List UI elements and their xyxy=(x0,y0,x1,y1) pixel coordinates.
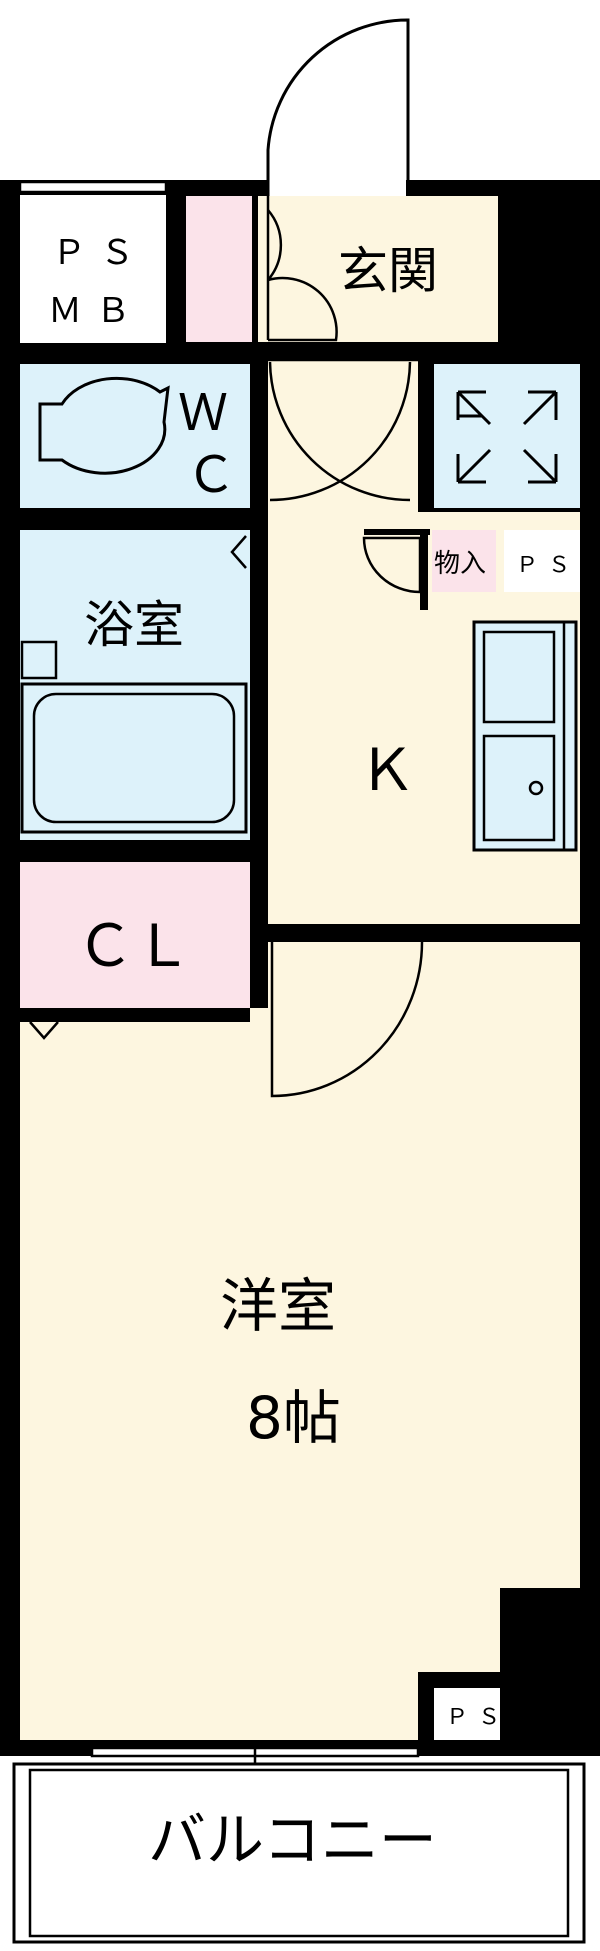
bathtub-inner xyxy=(32,692,236,824)
bath-door-mark xyxy=(230,535,247,569)
closet-label-c: ＣＬ xyxy=(76,912,192,980)
entrance-door-arc xyxy=(266,18,410,180)
wc-room xyxy=(20,364,250,508)
kitchen-sink xyxy=(482,734,556,842)
kitchen-upper xyxy=(418,592,580,614)
bath-label: 浴室 xyxy=(84,596,184,654)
entrance-inner-door xyxy=(267,209,338,342)
room-door-arc xyxy=(270,941,424,1098)
balcony-inner-rail xyxy=(28,1768,570,1938)
kitchen-label: Ｋ xyxy=(358,736,416,804)
laundry-marks xyxy=(456,390,558,484)
wc-label-c: Ｃ xyxy=(186,446,236,504)
ps-room-label: ＰＳ xyxy=(446,1705,510,1730)
storage-label: 物入 xyxy=(434,549,486,579)
shoe-cabinet xyxy=(186,196,252,342)
entrance-room xyxy=(258,196,498,342)
closet-room xyxy=(20,862,250,1008)
storage-room xyxy=(432,530,496,592)
ps-kitchen-room xyxy=(504,530,580,592)
closet-door-mark xyxy=(29,1021,59,1040)
ps-mb-label-ps: ＰＳ xyxy=(52,233,148,273)
ps-mb-room xyxy=(20,195,166,343)
balcony-label: バルコニー xyxy=(148,1806,437,1874)
kitchen-stove xyxy=(482,630,556,724)
ps-room-box xyxy=(434,1688,500,1740)
entrance-door-opening xyxy=(268,180,406,196)
entrance-label: 玄関 xyxy=(338,242,438,300)
top-window xyxy=(18,180,168,194)
bathtub xyxy=(20,682,248,834)
ps-kitchen-label: ＰＳ xyxy=(516,553,580,578)
western-room-label: 洋室 xyxy=(220,1272,336,1340)
wc-door-arc xyxy=(268,361,412,502)
wc-label-w: Ｗ xyxy=(178,384,228,442)
bath-faucet-icon xyxy=(20,640,58,680)
sink-drain-icon xyxy=(528,780,544,796)
western-room xyxy=(20,942,580,1740)
western-room-size: 8帖 xyxy=(246,1384,341,1452)
hall xyxy=(268,360,418,512)
storage-door-arc xyxy=(362,536,422,594)
ps-mb-label-mb: ＭＢ xyxy=(48,291,144,331)
balcony xyxy=(12,1762,586,1944)
laundry-space xyxy=(434,364,580,508)
toilet-icon xyxy=(38,376,170,475)
